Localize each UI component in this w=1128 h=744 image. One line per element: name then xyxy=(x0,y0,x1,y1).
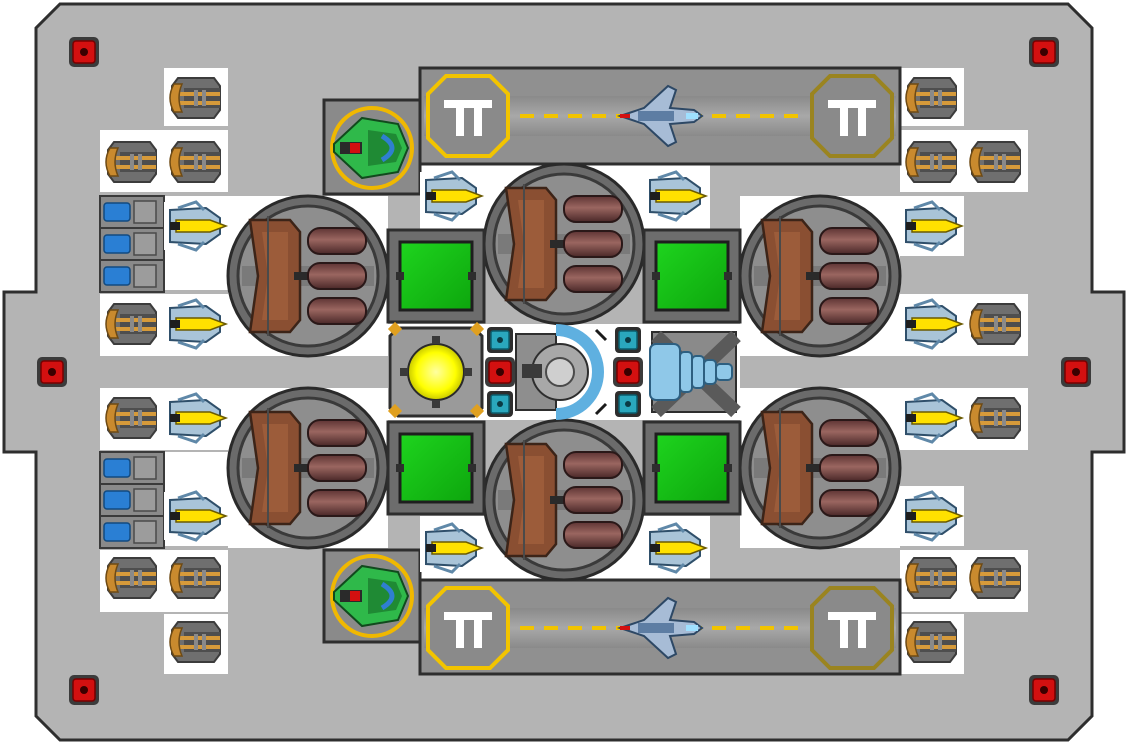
copper-turret-icon[interactable] xyxy=(969,299,1023,349)
yellow-blaster-icon[interactable] xyxy=(162,490,230,542)
copper-turret-icon[interactable] xyxy=(905,137,959,187)
yellow-blaster-icon[interactable] xyxy=(898,392,966,444)
landing-marker-icon xyxy=(426,74,510,158)
yellow-blaster-icon[interactable] xyxy=(162,298,230,350)
battery-stack-bottom xyxy=(99,451,165,549)
landing-lane-top: TT xyxy=(418,66,902,166)
landing-marker-icon xyxy=(810,586,894,670)
copper-turret-icon[interactable] xyxy=(169,617,223,667)
green-cargo-icon[interactable] xyxy=(642,420,742,516)
red-module-icon[interactable] xyxy=(68,674,100,706)
shield-generator[interactable] xyxy=(515,324,608,420)
yellow-blaster-icon[interactable] xyxy=(898,200,966,252)
green-fighter-icon[interactable] xyxy=(332,556,412,636)
battery-stack-top xyxy=(99,195,165,293)
yellow-blaster-icon[interactable] xyxy=(418,522,486,574)
red-module-icon[interactable] xyxy=(484,356,516,388)
green-cargo-icon[interactable] xyxy=(642,228,742,324)
copper-turret-icon[interactable] xyxy=(105,393,159,443)
landing-lane-bottom xyxy=(418,578,902,676)
copper-turret-icon[interactable] xyxy=(105,137,159,187)
green-cargo-icon[interactable] xyxy=(386,228,486,324)
copper-turret-icon[interactable] xyxy=(969,137,1023,187)
red-module-icon[interactable] xyxy=(1060,356,1092,388)
battery-icon[interactable] xyxy=(99,195,165,229)
copper-turret-icon[interactable] xyxy=(105,299,159,349)
red-module-icon[interactable] xyxy=(612,356,644,388)
yellow-blaster-icon[interactable] xyxy=(162,392,230,444)
green-fighter-icon[interactable] xyxy=(332,108,412,188)
red-module-icon[interactable] xyxy=(1028,674,1060,706)
cyan-module-icon[interactable] xyxy=(486,326,514,354)
red-module-icon[interactable] xyxy=(68,36,100,68)
landing-marker-icon xyxy=(426,586,510,670)
landing-marker-icon xyxy=(810,74,894,158)
thruster[interactable] xyxy=(649,330,741,418)
yellow-blaster-icon[interactable] xyxy=(898,298,966,350)
heavy-cannon-icon[interactable] xyxy=(738,194,902,358)
small-modules-left xyxy=(484,326,516,418)
copper-turret-icon[interactable] xyxy=(905,73,959,123)
red-module-icon[interactable] xyxy=(36,356,68,388)
copper-turret-icon[interactable] xyxy=(905,617,959,667)
battery-icon[interactable] xyxy=(99,451,165,485)
copper-turret-icon[interactable] xyxy=(169,553,223,603)
copper-turret-icon[interactable] xyxy=(969,393,1023,443)
yellow-blaster-icon[interactable] xyxy=(642,170,710,222)
small-modules-right xyxy=(612,326,644,418)
thruster-icon xyxy=(649,343,681,401)
copper-turret-icon[interactable] xyxy=(969,553,1023,603)
copper-turret-icon[interactable] xyxy=(169,73,223,123)
yellow-blaster-icon[interactable] xyxy=(898,490,966,542)
red-module-icon[interactable] xyxy=(1028,36,1060,68)
green-cargo-icon[interactable] xyxy=(386,420,486,516)
heavy-cannon-icon[interactable] xyxy=(482,418,646,582)
heavy-cannon-icon[interactable] xyxy=(226,386,390,550)
copper-turret-icon[interactable] xyxy=(905,553,959,603)
battery-icon[interactable] xyxy=(99,227,165,261)
copper-turret-icon[interactable] xyxy=(169,137,223,187)
reactor[interactable] xyxy=(387,321,485,419)
battery-icon[interactable] xyxy=(99,483,165,517)
yellow-blaster-icon[interactable] xyxy=(418,170,486,222)
heavy-cannon-icon[interactable] xyxy=(738,386,902,550)
heavy-cannon-icon[interactable] xyxy=(482,162,646,326)
heavy-cannon-icon[interactable] xyxy=(226,194,390,358)
copper-turret-icon[interactable] xyxy=(105,553,159,603)
battery-icon[interactable] xyxy=(99,259,165,293)
cyan-module-icon[interactable] xyxy=(614,326,642,354)
hangar-top[interactable] xyxy=(322,98,422,196)
battery-icon[interactable] xyxy=(99,515,165,549)
hangar-bottom[interactable] xyxy=(322,548,422,644)
yellow-blaster-icon[interactable] xyxy=(162,200,230,252)
cyan-module-icon[interactable] xyxy=(614,390,642,418)
yellow-blaster-icon[interactable] xyxy=(642,522,710,574)
cyan-module-icon[interactable] xyxy=(486,390,514,418)
yellow-core-icon xyxy=(407,343,465,401)
